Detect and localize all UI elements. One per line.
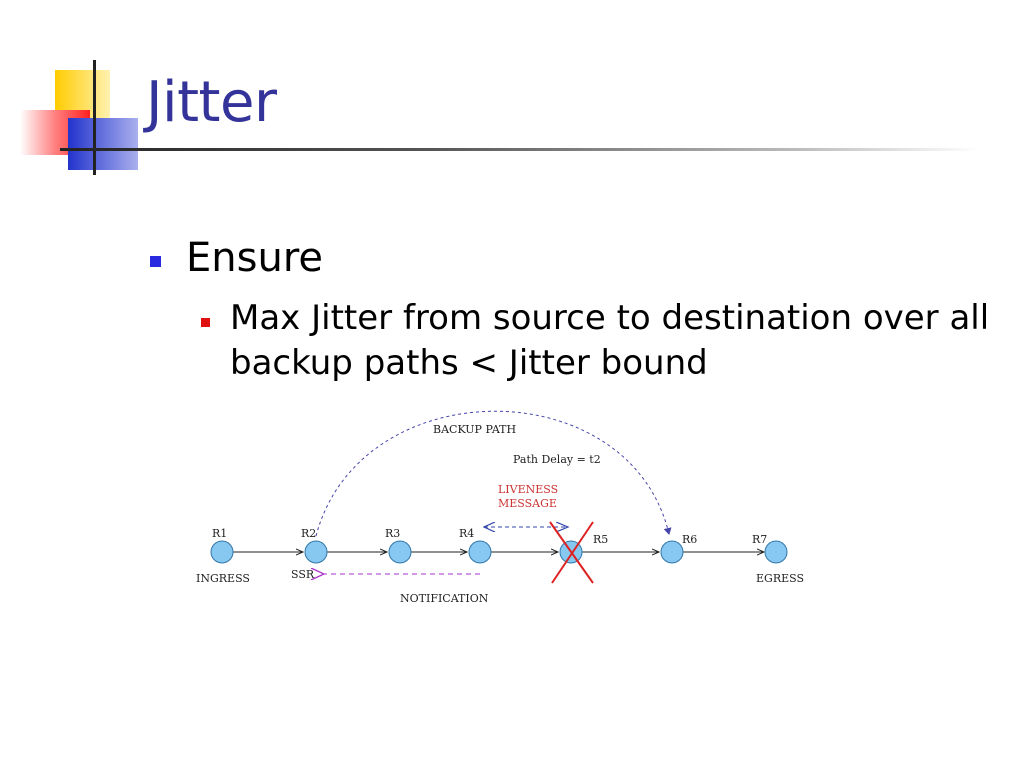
slide-title: Jitter — [146, 70, 277, 135]
path-delay-label: Path Delay = t2 — [513, 453, 601, 466]
backup-path-diagram: BACKUP PATH Path Delay = t2 LIVENESS MES… — [196, 410, 804, 605]
slide-logo — [20, 60, 138, 175]
bullet-square-icon — [150, 256, 161, 267]
ingress-label: INGRESS — [196, 572, 250, 585]
ssr-label: SSR — [291, 568, 315, 581]
node-r7 — [764, 540, 788, 564]
node-label-r7: R7 — [752, 533, 767, 546]
node-label-r6: R6 — [682, 533, 697, 546]
node-label-r5: R5 — [593, 533, 608, 546]
egress-label: EGRESS — [756, 572, 804, 585]
sub-bullet-text: Max Jitter from source to destination ov… — [230, 298, 990, 383]
title-underline — [60, 148, 980, 151]
notification-label: NOTIFICATION — [400, 592, 489, 605]
backup-path-label: BACKUP PATH — [433, 423, 516, 436]
node-r6 — [660, 540, 684, 564]
node-label-r1: R1 — [212, 527, 227, 540]
node-label-r2: R2 — [301, 527, 316, 540]
backup-path-arc — [315, 410, 672, 537]
node-label-r4: R4 — [459, 527, 474, 540]
liveness-label-2: MESSAGE — [498, 497, 557, 510]
sub-bullet-square-icon — [201, 318, 210, 327]
node-r1 — [210, 540, 234, 564]
liveness-label: LIVENESS — [498, 483, 558, 496]
failure-cross-icon — [549, 521, 594, 584]
bullet-text: Ensure — [186, 235, 323, 281]
node-r4 — [468, 540, 492, 564]
node-label-r3: R3 — [385, 527, 400, 540]
node-r3 — [388, 540, 412, 564]
node-r2 — [304, 540, 328, 564]
